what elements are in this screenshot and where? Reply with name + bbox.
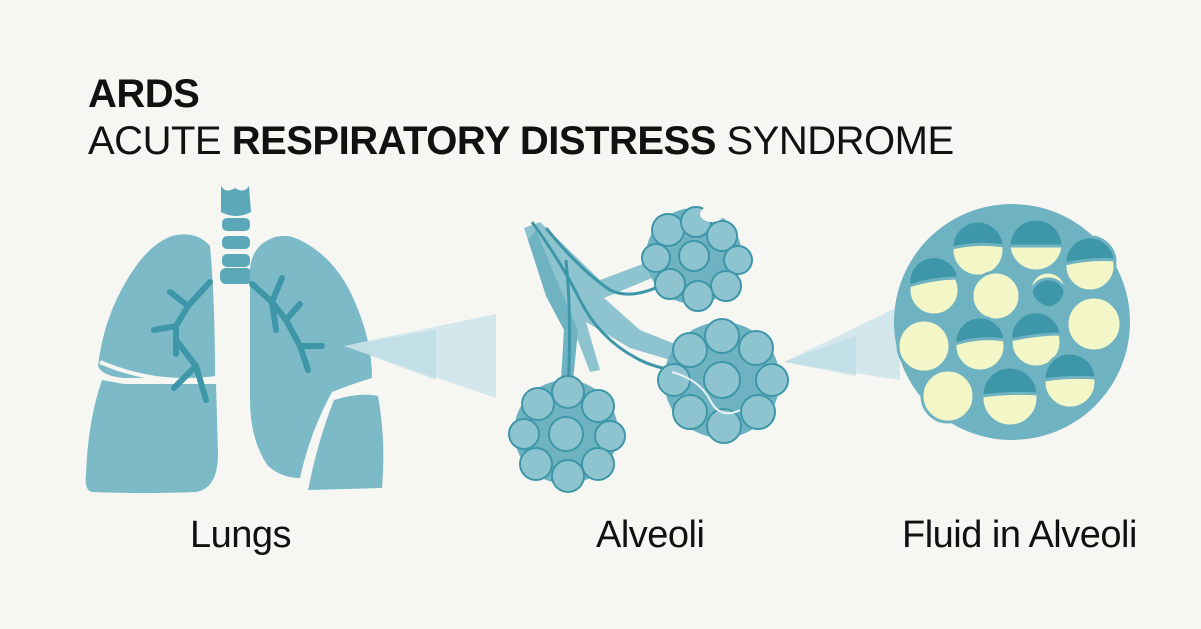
alveolar-sac-bottom-left	[508, 375, 626, 493]
right-lung-icon	[249, 235, 384, 490]
alveoli-illustration	[508, 206, 900, 493]
alveoli-label: Alveoli	[596, 514, 705, 556]
bronchiole-icon	[524, 222, 690, 396]
lungs-illustration	[85, 186, 496, 493]
page-subtitle: ACUTE RESPIRATORY DISTRESS SYNDROME	[88, 116, 954, 166]
page-title: ARDS	[88, 72, 200, 116]
alveolar-sac-bottom-right	[657, 318, 789, 444]
fluid-alveoli-illustration	[894, 204, 1130, 440]
subtitle-acute: ACUTE	[88, 119, 232, 163]
vessel-lines	[530, 221, 691, 389]
left-lung-icon	[85, 234, 218, 493]
subtitle-respiratory-distress: RESPIRATORY DISTRESS	[231, 119, 717, 163]
fluid-in-alveoli-label: Fluid in Alveoli	[902, 514, 1137, 556]
fluid-alveoli-cells	[896, 215, 1123, 428]
subtitle-syndrome: SYNDROME	[715, 119, 954, 163]
title-block: ARDS ACUTE RESPIRATORY DISTRESS SYNDROME	[88, 72, 954, 166]
lungs-label: Lungs	[190, 514, 292, 556]
alveolar-sac-top	[641, 206, 753, 312]
trachea-icon	[220, 186, 252, 284]
